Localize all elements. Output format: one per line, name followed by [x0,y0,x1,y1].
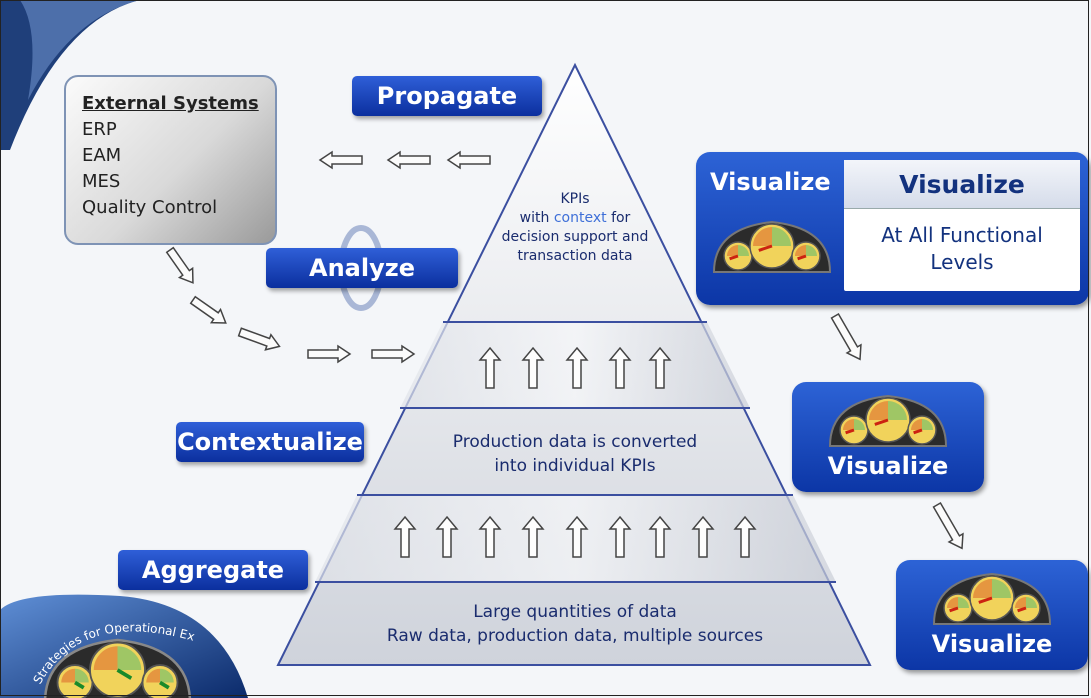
dashboard-gauges-icon [828,394,948,447]
flow-arrow-icon [307,344,352,364]
up-arrow-icon [521,346,545,389]
visualize-box-3: Visualize [896,560,1088,670]
up-arrow-icon [478,346,502,389]
external-systems-box: External Systems ERP EAM MES Quality Con… [64,75,277,245]
flow-arrow-icon [189,295,227,324]
pyramid-bottom-line2: Raw data, production data, multiple sour… [386,626,764,646]
pyramid-top-with: with [519,210,550,226]
up-arrow-icon [691,515,715,558]
flow-arrow-icon [386,150,431,170]
analyze-label: Analyze [266,248,458,288]
up-arrow-icon [478,515,502,558]
pyramid-middle-line1: Production data is converted [452,432,698,452]
up-arrow-icon [648,346,672,389]
visualize-right-panel: Visualize At All Functional Levels [844,160,1080,291]
up-arrow-icon [521,515,545,558]
pyramid-bottom-line1: Large quantities of data [473,602,677,622]
external-systems-title: External Systems [82,93,259,114]
visualize-box-2: Visualize [792,382,984,492]
up-arrow-icon [608,346,632,389]
flow-arrow-icon [932,501,964,550]
visualize-box-2-label: Visualize [827,452,949,480]
up-arrow-icon [733,515,757,558]
up-arrow-icon [648,515,672,558]
pyramid-middle-line2: into individual KPIs [494,456,656,476]
up-arrow-icon [393,515,417,558]
flow-arrows [165,150,964,550]
up-arrow-icon [608,515,632,558]
pyramid-top-context: context [553,210,607,226]
pyramid-top-line4: transaction data [517,248,633,264]
visualize-header-left: Visualize [710,168,831,196]
pyramid-top-line1: KPIs [560,191,590,207]
up-arrow-icon [565,346,589,389]
flow-arrow-icon [830,312,862,361]
visualize-desc-line1: At All Functional [881,223,1043,247]
external-system-erp: ERP [82,119,117,140]
flow-arrow-icon [318,150,363,170]
pyramid-top-line2: with context for [490,209,660,228]
visualize-header-right: Visualize [899,170,1025,199]
strategies-logo: Strategies for Operational Excellence [0,590,248,698]
up-arrow-icon [435,515,459,558]
visualize-desc-line2: Levels [930,250,994,274]
pyramid-top-for: for [611,210,631,226]
visualize-main-box: Visualize Visualize At All Functional Le… [696,152,1089,305]
visualize-right-header [844,160,1080,209]
up-arrows-row-5 [478,346,672,389]
propagate-label: Propagate [352,76,542,116]
up-arrow-icon [565,515,589,558]
dashboard-gauges-icon [712,220,832,273]
dashboard-gauges-icon [932,572,1052,625]
flow-arrow-icon [371,344,416,364]
pyramid-middle-text: Production data is converted into indivi… [420,430,730,478]
external-system-eam: EAM [82,145,122,166]
pyramid-bottom-text: Large quantities of data Raw data, produ… [340,600,810,648]
visualize-box-3-label: Visualize [931,630,1053,658]
pyramid-top-text: KPIs with context for decision support a… [490,190,660,266]
external-system-quality-control: Quality Control [82,197,218,218]
corner-swoosh [0,0,140,150]
flow-arrow-icon [446,150,491,170]
contextualize-label: Contextualize [176,422,364,462]
pyramid-top-line3: decision support and [501,229,649,245]
external-system-mes: MES [82,171,121,192]
visualize-desc: At All Functional Levels [844,222,1080,276]
flow-arrow-icon [237,327,281,351]
up-arrows-row-9 [393,515,757,558]
flow-arrow-icon [165,246,194,284]
aggregate-label: Aggregate [118,550,308,590]
